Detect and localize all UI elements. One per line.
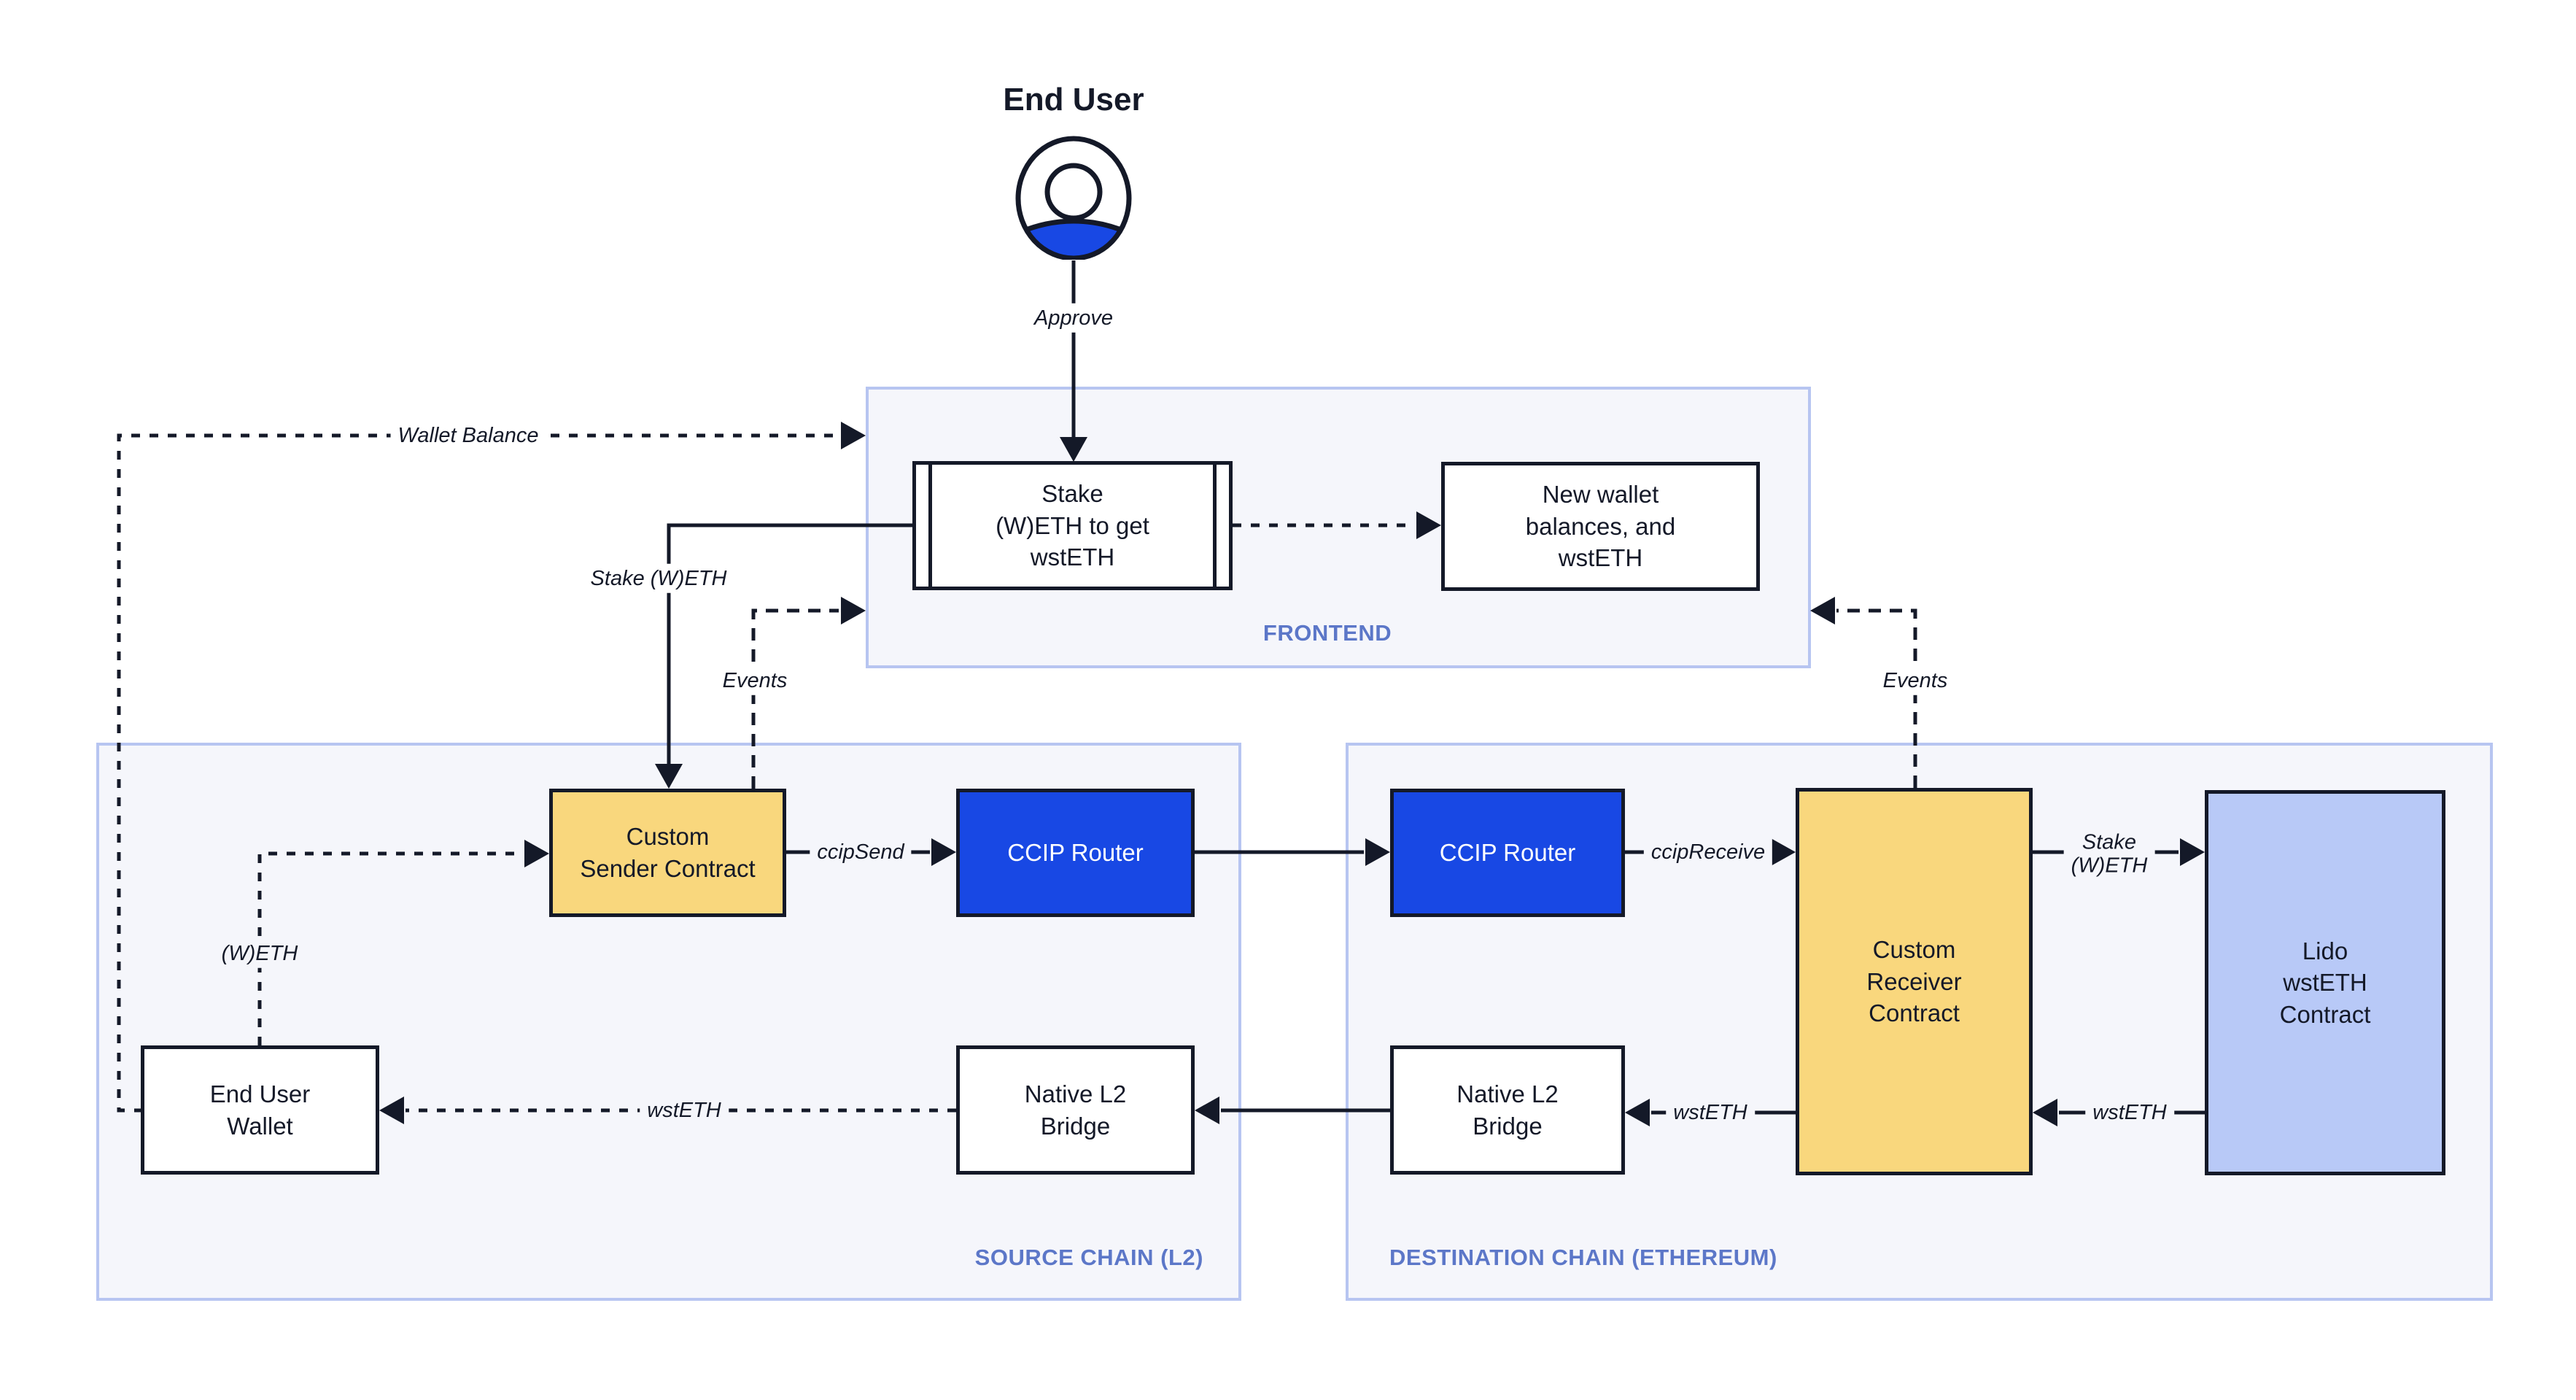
edge-label-stake-weth-right: Stake (W)ETH [2063,827,2155,881]
node-ccip-router-source: CCIP Router [956,789,1195,917]
edge-label-wsteth-bridge: wstETH [1666,1097,1755,1128]
edge-label-approve: Approve [1026,303,1121,333]
node-native-l2-bridge-dest: Native L2 Bridge [1390,1045,1625,1175]
node-custom-sender-contract: Custom Sender Contract [549,789,786,917]
node-native-l2-bridge-source: Native L2 Bridge [956,1045,1195,1175]
destination-chain-label: DESTINATION CHAIN (ETHEREUM) [1389,1245,1777,1270]
node-ccip-router-dest: CCIP Router [1390,789,1625,917]
arrowhead-events-left [841,597,866,624]
arrowhead-wallet-balance [841,422,866,449]
node-lido-wsteth-contract: Lido wstETH Contract [2205,790,2445,1175]
frontend-label: FRONTEND [1262,620,1392,646]
node-new-wallet: New wallet balances, and wstETH [1441,462,1760,591]
edge-label-events-right: Events [1875,665,1955,696]
edge-label-weth: (W)ETH [214,938,306,969]
node-stake: Stake (W)ETH to get wstETH [912,461,1233,590]
edge-label-wallet-balance: Wallet Balance [390,420,546,451]
node-end-user-wallet: End User Wallet [141,1045,379,1175]
node-custom-receiver-contract: Custom Receiver Contract [1796,788,2033,1175]
edge-label-wsteth-to-wallet: wstETH [640,1095,729,1126]
end-user-title: End User [1003,82,1144,117]
source-chain-label: SOURCE CHAIN (L2) [974,1245,1203,1270]
edge-label-ccipreceive: ccipReceive [1643,837,1773,867]
arrowhead-events-right [1810,597,1835,624]
edge-label-events-left: Events [715,665,795,696]
edge-label-ccipsend: ccipSend [810,837,912,867]
end-user-icon [1015,136,1132,260]
edge-label-stake-weth-left: Stake (W)ETH [583,563,734,594]
edge-label-wsteth-lido: wstETH [2085,1097,2174,1128]
